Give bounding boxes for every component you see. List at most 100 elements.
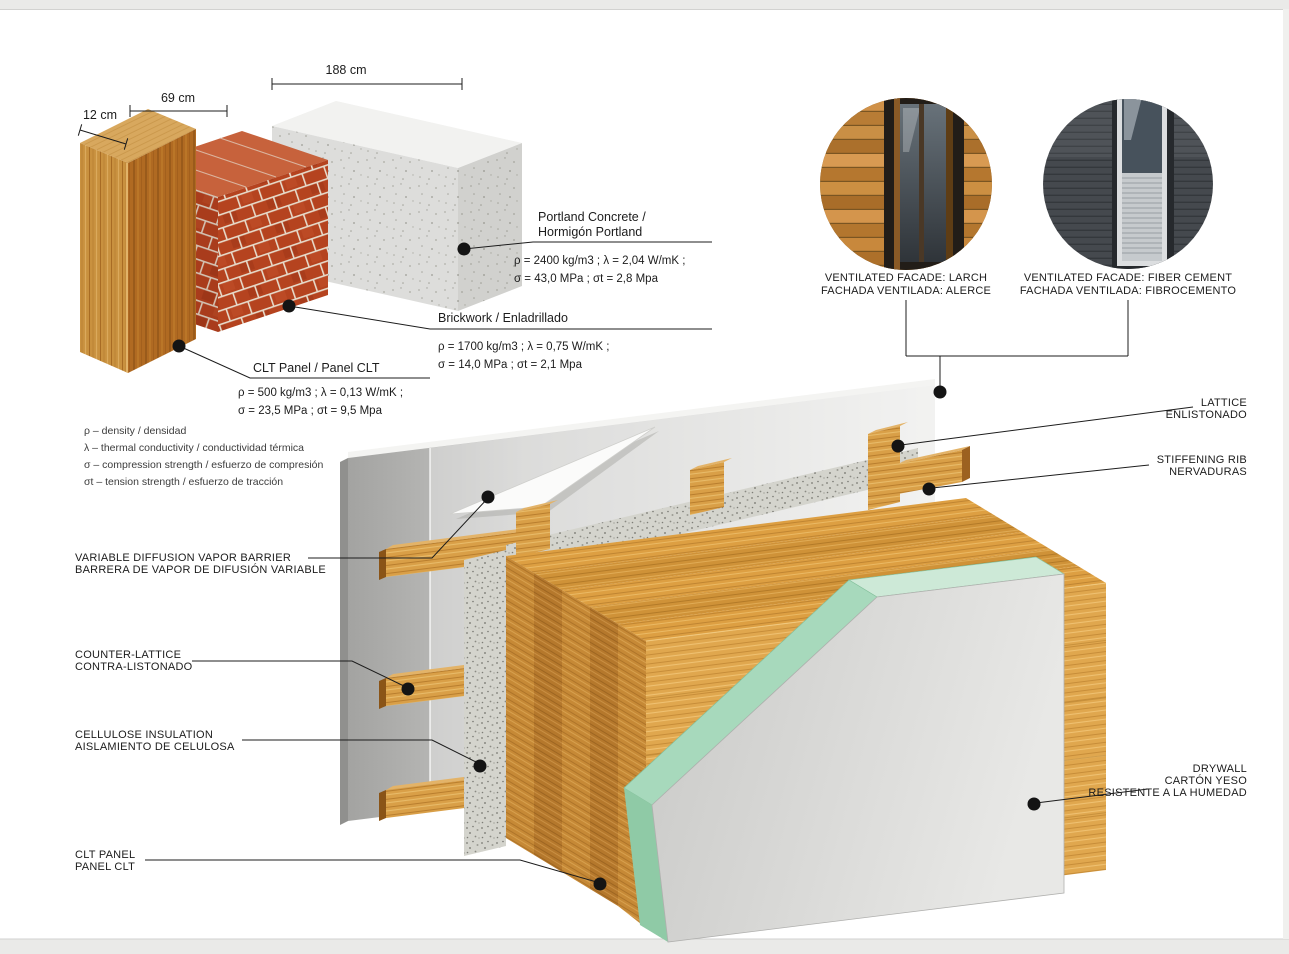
lattice-batten-3-face (868, 426, 900, 510)
larch-window-reflection (903, 108, 920, 152)
drywall-panel (623, 556, 1066, 943)
counter-batten-2-end (379, 678, 386, 709)
lattice-callout-dot (891, 439, 905, 453)
clt-top-layer-2 (534, 515, 1022, 590)
clt-block-right-face (128, 129, 196, 373)
dimension-clt-label: 12 cm (83, 108, 117, 122)
larch-window-mullion (919, 104, 924, 262)
concrete-right-face (458, 143, 522, 311)
counter-leader-line (192, 660, 409, 689)
clt-callout-dot (172, 339, 186, 353)
counter-callout-dot (401, 682, 415, 696)
clt-end-layer-1 (506, 556, 534, 855)
clt-panel-label-line2: PANEL CLT (75, 861, 135, 873)
clt-panel-label-line1: CLT PANEL (75, 849, 135, 861)
legend-tension: σt – tension strength / esfuerzo de trac… (84, 476, 283, 488)
concrete-props-line1: ρ = 2400 kg/m3 ; λ = 2,04 W/mK ; (514, 255, 685, 267)
facade-bracket-lines (905, 300, 1129, 392)
clt-end-layer-4 (590, 607, 618, 906)
concrete-right-face-shade (458, 143, 522, 311)
clt-top-layer-1 (506, 498, 994, 573)
drywall-label-line2: CARTÓN YESO (1165, 774, 1248, 787)
clt-block (80, 109, 196, 373)
clt-top-layer-3 (562, 532, 1050, 607)
rib-callout-dot (922, 482, 936, 496)
vapor-fold-corner (449, 426, 656, 515)
lattice-batten-2-top (690, 458, 732, 470)
vapor-callout-dot (481, 490, 495, 504)
drywall-callout-dot (1027, 797, 1041, 811)
rib-label-line1: STIFFENING RIB (1157, 454, 1247, 466)
cellulose-label-line1: CELLULOSE INSULATION (75, 729, 213, 741)
larch-facade-label-line2: FACHADA VENTILADA: ALERCE (821, 285, 991, 297)
fiber-facade-label-line1: VENTILATED FACADE: FIBER CEMENT (1024, 272, 1232, 284)
fiber-window-reflection (1124, 99, 1142, 140)
counter-label-line1: COUNTER-LATTICE (75, 649, 181, 661)
brick-callout-dot (282, 299, 296, 313)
concrete-leader-line (463, 241, 712, 250)
clt-block-top-face (80, 109, 196, 163)
stiffening-rib-end (962, 446, 970, 482)
clt-props-line2: σ = 23,5 MPa ; σt = 9,5 Mpa (238, 405, 383, 417)
lattice-batten-1-top (516, 500, 558, 512)
support-panel-top-edge (348, 379, 935, 458)
page-frame-right (1283, 9, 1289, 939)
drywall-front-face (651, 573, 1065, 943)
dimension-concrete-group (271, 78, 463, 90)
larch-window-frame-left (894, 98, 900, 270)
dimension-clt-group (77, 124, 129, 150)
cellulose-callout-dot (473, 759, 487, 773)
counter-batten-3-end (379, 790, 386, 821)
concrete-title-line1: Portland Concrete / (538, 210, 646, 224)
counter-batten-1-top (386, 528, 527, 549)
dimension-brick-label: 69 cm (161, 91, 195, 105)
brick-right-face (218, 160, 328, 332)
brick-leader-line (288, 305, 712, 330)
clt-panel-leader-line (145, 859, 601, 884)
clt-end-layer-2 (534, 573, 562, 872)
concrete-title-line2: Hormigón Portland (538, 225, 642, 239)
facade-bracket-dot (933, 385, 947, 399)
brick-props-line2: σ = 14,0 MPa ; σt = 2,1 Mpa (438, 359, 583, 371)
legend-compression: σ – compression strength / esfuerzo de c… (84, 459, 324, 471)
counter-batten-1-end (379, 549, 386, 580)
concrete-top-shade (272, 101, 522, 168)
fiber-cement-facade-photo (1043, 99, 1213, 269)
lattice-battens (516, 422, 970, 557)
drywall-left-edge-green (624, 788, 668, 942)
larch-window-frame-right (946, 98, 953, 270)
vapor-label-line1: VARIABLE DIFFUSION VAPOR BARRIER (75, 552, 291, 564)
clt-props-line1: ρ = 500 kg/m3 ; λ = 0,13 W/mK ; (238, 387, 403, 399)
larch-facade-label-line1: VENTILATED FACADE: LARCH (825, 272, 987, 284)
drywall-label-line1: DRYWALL (1193, 763, 1247, 775)
vapor-label-line2: BARRERA DE VAPOR DE DIFUSIÓN VARIABLE (75, 563, 326, 576)
brick-title: Brickwork / Enladrillado (438, 311, 568, 325)
stiffening-rib-face (898, 450, 962, 494)
lattice-leader-line (900, 406, 1194, 446)
clt-leader-line (178, 345, 430, 379)
insulation-left-strip (464, 550, 506, 856)
fiber-facade-label-line2: FACHADA VENTILADA: FIBROCEMENTO (1020, 285, 1237, 297)
drywall-label-line3: RESISTENTE A LA HUMEDAD (1088, 787, 1247, 799)
concrete-props-line2: σ = 43,0 MPa ; σt = 2,8 Mpa (514, 273, 659, 285)
rib-label-line2: NERVADURAS (1169, 466, 1247, 478)
counter-label-line2: CONTRA-LISTONADO (75, 661, 193, 673)
brick-props-line1: ρ = 1700 kg/m3 ; λ = 0,75 W/mK ; (438, 341, 609, 353)
rib-leader-line (931, 464, 1150, 489)
lattice-batten-1-face (516, 504, 550, 557)
cellulose-leader-line (242, 739, 481, 765)
page-frame-top (0, 0, 1289, 9)
dimension-brick-group (129, 105, 228, 117)
clt-block-edge-light (126, 163, 128, 373)
lattice-batten-2-face (690, 462, 724, 515)
clt-title: CLT Panel / Panel CLT (253, 361, 380, 375)
cellulose-label-line2: AISLAMIENTO DE CELULOSA (75, 741, 235, 753)
lattice-label-line1: LATTICE (1201, 397, 1247, 409)
page-frame-bottom (0, 939, 1289, 954)
stiffening-rib-top (898, 446, 970, 464)
vapor-leader-line (308, 497, 489, 559)
clt-block-left-face (80, 143, 128, 373)
lattice-label-line2: ENLISTONADO (1166, 409, 1248, 421)
clt-panel-callout-dot (593, 877, 607, 891)
